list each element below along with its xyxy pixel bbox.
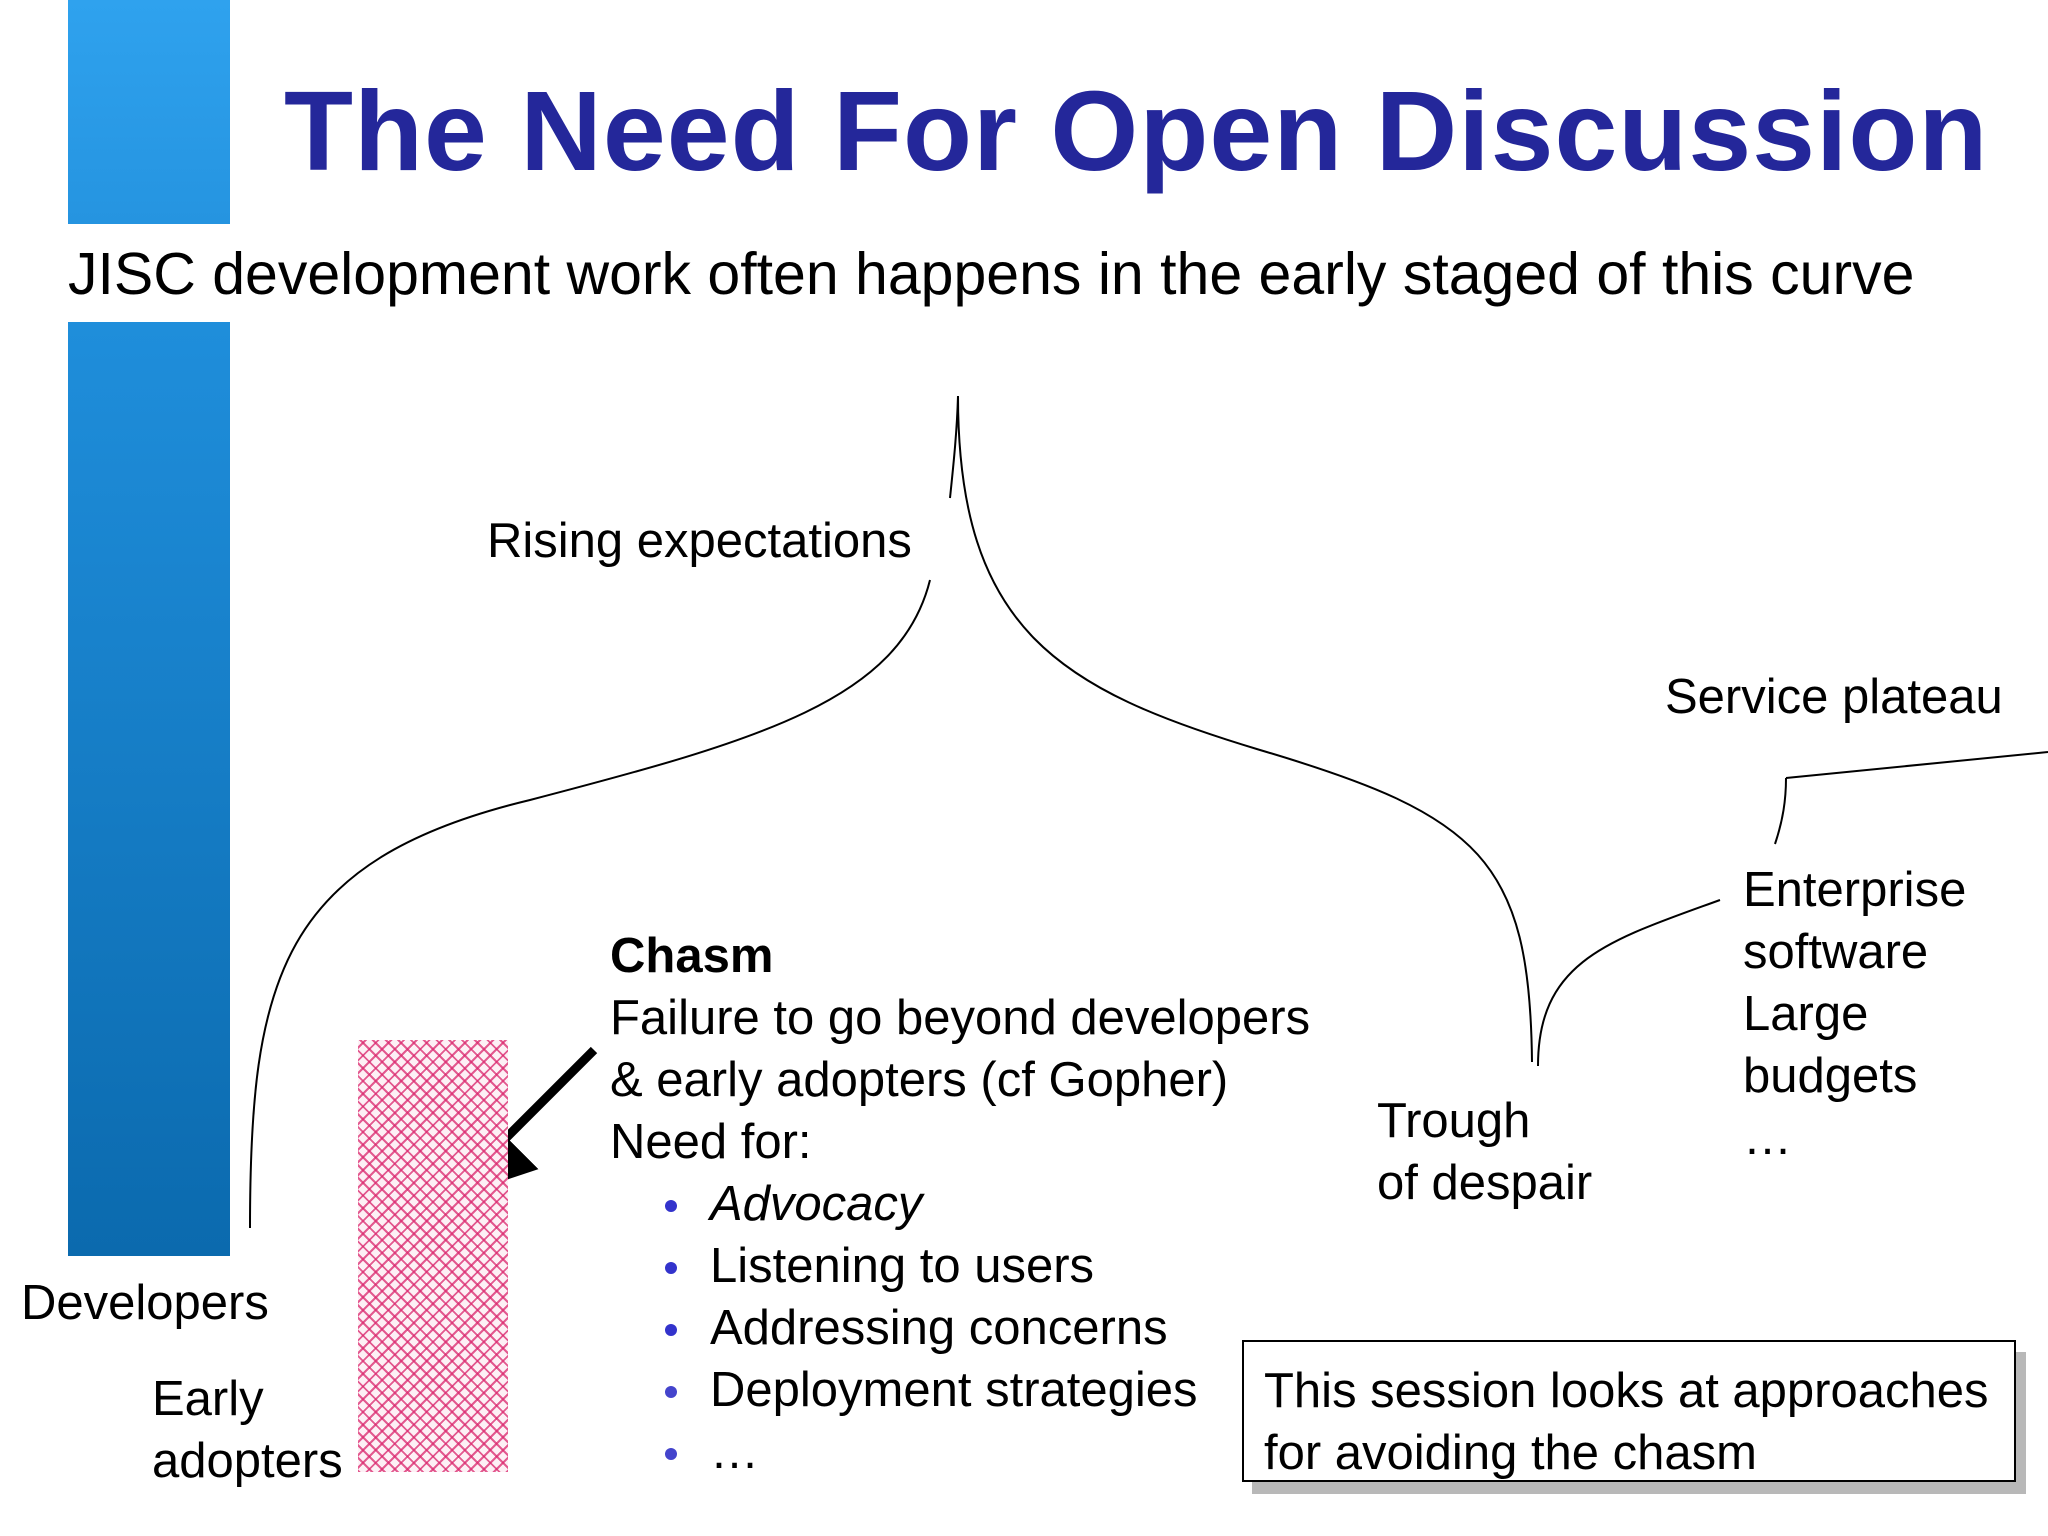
rising-expectations-label: Rising expectations xyxy=(487,514,912,568)
decorative-bar-top xyxy=(68,0,230,224)
bullet-icon xyxy=(665,1324,677,1336)
list-item: Advocacy xyxy=(665,1173,1310,1235)
chasm-description: Chasm Failure to go beyond developers & … xyxy=(610,925,1310,1483)
chasm-line: Failure to go beyond developers xyxy=(610,991,1311,1045)
enterprise-label: Enterprise software Large budgets … xyxy=(1743,863,1967,1165)
chasm-line: & early adopters (cf Gopher) xyxy=(610,1053,1229,1107)
callout-line: This session looks at approaches xyxy=(1264,1364,1989,1418)
early-adopters-label: Early adopters xyxy=(152,1372,343,1488)
list-item: Deployment strategies xyxy=(665,1359,1310,1421)
bullet-icon xyxy=(665,1386,677,1398)
hype-curve-right xyxy=(957,395,1533,1063)
hype-curve-left xyxy=(249,579,931,1229)
list-item: Addressing concerns xyxy=(665,1297,1310,1359)
session-callout-box: This session looks at approaches for avo… xyxy=(1242,1340,2016,1482)
bullet-icon xyxy=(665,1448,677,1460)
callout-line: for avoiding the chasm xyxy=(1264,1426,1757,1480)
trough-label: Trough of despair xyxy=(1377,1094,1593,1210)
bullet-icon xyxy=(665,1200,677,1212)
list-item: Listening to users xyxy=(665,1235,1310,1297)
slide-subtitle: JISC development work often happens in t… xyxy=(68,241,1915,307)
plateau-line xyxy=(1785,751,2048,779)
service-plateau-label: Service plateau xyxy=(1665,670,2003,724)
developers-label: Developers xyxy=(21,1276,269,1330)
chasm-hatch-region xyxy=(358,1040,508,1472)
bullet-icon xyxy=(665,1262,677,1274)
slide-title: The Need For Open Discussion xyxy=(284,68,1989,194)
needs-list: Advocacy Listening to users Addressing c… xyxy=(610,1173,1310,1483)
chasm-line: Need for: xyxy=(610,1115,812,1169)
chasm-heading: Chasm xyxy=(610,929,774,983)
list-item: … xyxy=(665,1421,1310,1483)
chasm-arrow xyxy=(443,1046,598,1201)
plateau-riser xyxy=(1774,777,1787,845)
developers-adoption-bar xyxy=(68,322,230,1256)
recovery-curve xyxy=(1537,899,1721,1067)
peak-tip xyxy=(949,395,959,499)
